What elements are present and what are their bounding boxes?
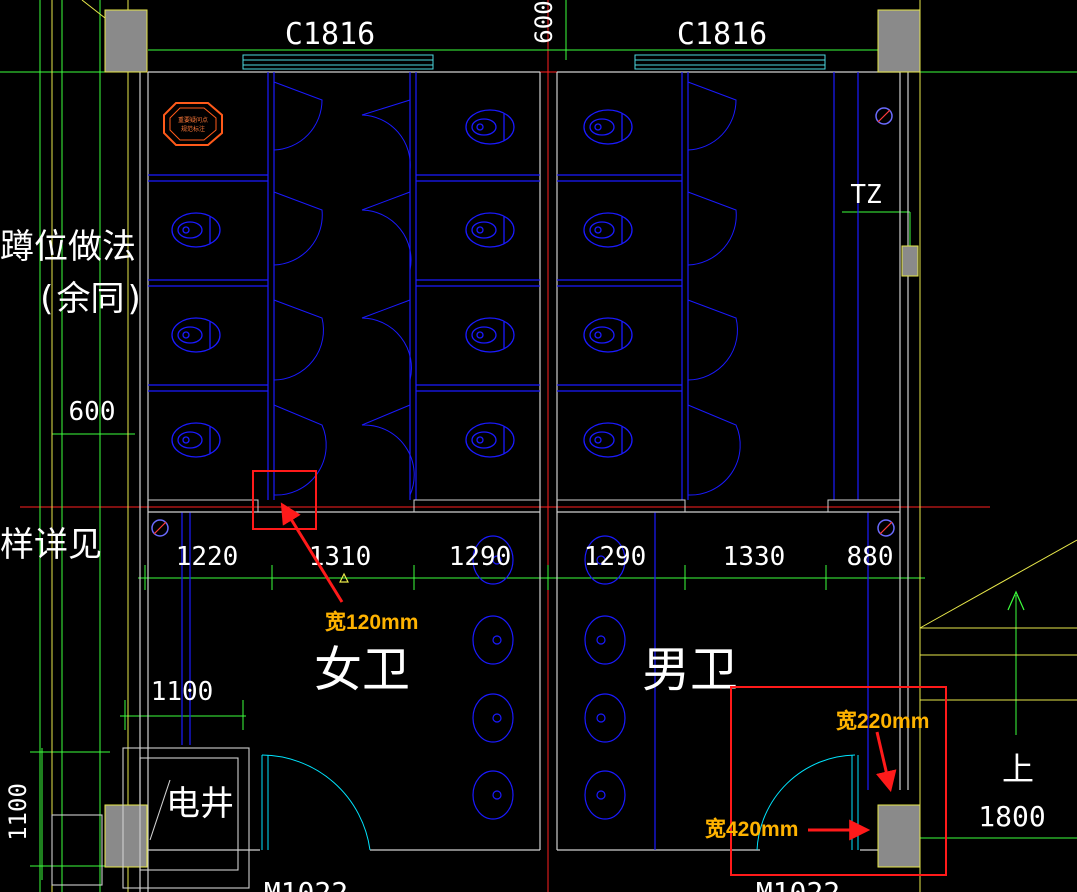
floor-drain-icon	[877, 519, 895, 537]
stair-dimension-label: 1800	[978, 800, 1045, 833]
annotation-arrows	[280, 502, 897, 841]
window-label-left: C1816	[285, 17, 375, 52]
electric-shaft	[51, 747, 250, 889]
wash-basin	[472, 693, 514, 743]
tz-label: TZ	[850, 180, 881, 210]
squat-toilet	[583, 212, 633, 248]
annotation-label-420: 宽420mm	[705, 817, 798, 841]
dimension-label: 1290	[584, 542, 647, 572]
dimension-1100-vertical-label: 1100	[4, 783, 32, 841]
note-left-line1: 蹲位做法	[0, 227, 136, 267]
windows	[242, 54, 826, 70]
wash-basin	[584, 770, 626, 820]
highlight-box-120	[252, 470, 317, 530]
squat-toilet	[171, 317, 221, 353]
note-left-line2: (余同)	[36, 279, 145, 319]
squat-toilet	[465, 212, 515, 248]
door-label-right: M1022	[756, 876, 840, 892]
top-dimension-label: 600	[530, 0, 558, 43]
floor-drain-icon	[151, 519, 169, 537]
column	[877, 804, 921, 868]
squat-toilet	[465, 109, 515, 145]
wash-basin	[584, 615, 626, 665]
entry-doors	[261, 754, 859, 851]
dimension-label: 1330	[723, 542, 786, 572]
annotation-labels: 宽120mm 宽220mm 宽420mm	[325, 610, 929, 841]
room-shaft-label: 电井	[166, 784, 234, 824]
stall-partitions	[148, 72, 869, 850]
octagon-badge: 重要疑问点 规范标注	[163, 102, 223, 146]
column-small	[901, 245, 919, 277]
squat-toilet	[583, 422, 633, 458]
squat-toilet	[171, 422, 221, 458]
wash-basin	[584, 693, 626, 743]
arrow-220	[875, 731, 897, 793]
squat-toilet	[171, 212, 221, 248]
wash-basin	[584, 535, 626, 585]
annotation-label-220: 宽220mm	[836, 709, 929, 733]
note-left-lower: 样详见	[0, 525, 102, 565]
floor-drains	[151, 107, 895, 537]
column	[877, 9, 921, 73]
dimension-1100-label: 1100	[151, 677, 214, 707]
wash-basins	[472, 535, 626, 820]
dimension-label: 1220	[176, 542, 239, 572]
wash-basin	[472, 615, 514, 665]
columns	[104, 9, 921, 868]
squat-toilets	[171, 109, 633, 458]
dimension-600-label: 600	[69, 397, 116, 427]
outer-walls	[139, 71, 909, 892]
triangle-marker-icon	[339, 572, 349, 583]
dimension-label: 1310	[309, 542, 372, 572]
wash-basin	[472, 770, 514, 820]
badge-text-2: 规范标注	[181, 125, 205, 133]
squat-toilet	[465, 422, 515, 458]
column	[104, 804, 148, 868]
dimension-label: 1290	[449, 542, 512, 572]
door-label-left: M1022	[264, 876, 348, 892]
squat-toilet	[583, 109, 633, 145]
badge-text-1: 重要疑问点	[178, 116, 208, 124]
column	[104, 9, 148, 73]
floor-drain-icon	[875, 107, 893, 125]
dimension-label: 880	[847, 542, 894, 572]
drawing-text: C1816 C1816 600 TZ 蹲位做法 (余同) 样详见 600 122…	[0, 0, 1046, 892]
thresholds	[147, 499, 901, 513]
stair-up-label: 上	[1002, 750, 1034, 788]
highlight-boxes	[252, 470, 947, 876]
stair-arrow	[1007, 590, 1025, 611]
squat-toilet	[583, 317, 633, 353]
annotation-label-120: 宽120mm	[325, 610, 418, 634]
highlight-box-door	[730, 686, 947, 876]
stall-doors	[273, 81, 741, 496]
room-men-label: 男卫	[642, 642, 738, 698]
wash-basin	[472, 535, 514, 585]
squat-toilet	[465, 317, 515, 353]
room-women-label: 女卫	[314, 642, 410, 698]
window-label-right: C1816	[677, 17, 767, 52]
arrow-120	[280, 502, 344, 603]
construction-lines	[51, 0, 1077, 892]
